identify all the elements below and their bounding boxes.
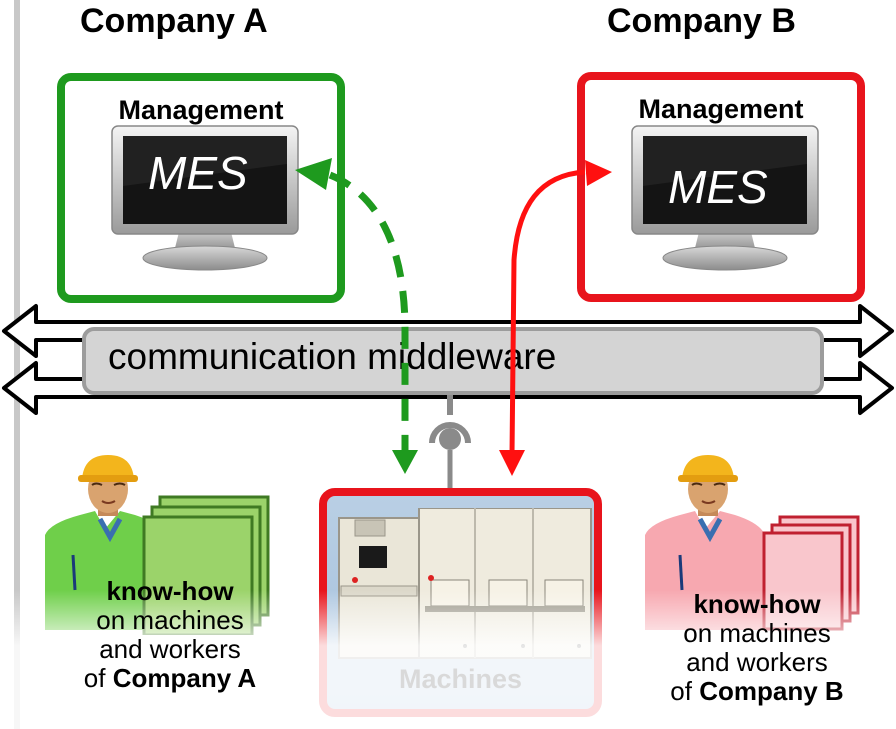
knowhow-company-a: Company A [112, 663, 257, 693]
machines-label: Machines [398, 664, 523, 694]
mes-label-a: MES [148, 147, 248, 199]
knowhow-prefix-b: of [670, 676, 700, 706]
middleware-bar [82, 327, 824, 395]
company-a-title: Company A [80, 2, 268, 40]
knowhow-bold-a: know-how [106, 576, 234, 606]
middleware-label: communication middleware [108, 336, 557, 377]
machine-connector [429, 395, 471, 490]
machines-box: Machines [319, 488, 602, 717]
knowhow-bold-b: know-how [693, 589, 821, 619]
monitor-icon-company-b [631, 125, 819, 271]
knowhow-prefix-a: of [83, 663, 113, 693]
machine-equipment-icon [338, 508, 592, 659]
monitor-icon-company-a [111, 125, 299, 271]
knowhow-line3-b: and workers [686, 647, 828, 677]
knowhow-company-b: Company B [699, 676, 844, 706]
knowhow-line3-a: and workers [99, 634, 241, 664]
management-label-a: Management [118, 95, 284, 125]
knowhow-text-company-a: know-how on machines and workers of Comp… [40, 577, 300, 693]
knowhow-line2-a: on machines [96, 605, 244, 635]
company-b-title: Company B [607, 2, 796, 40]
left-edge-rule [14, 0, 20, 729]
knowhow-text-company-b: know-how on machines and workers of Comp… [622, 590, 892, 706]
mes-label-b: MES [668, 161, 768, 213]
knowhow-line2-b: on machines [683, 618, 831, 648]
management-label-b: Management [638, 94, 804, 124]
